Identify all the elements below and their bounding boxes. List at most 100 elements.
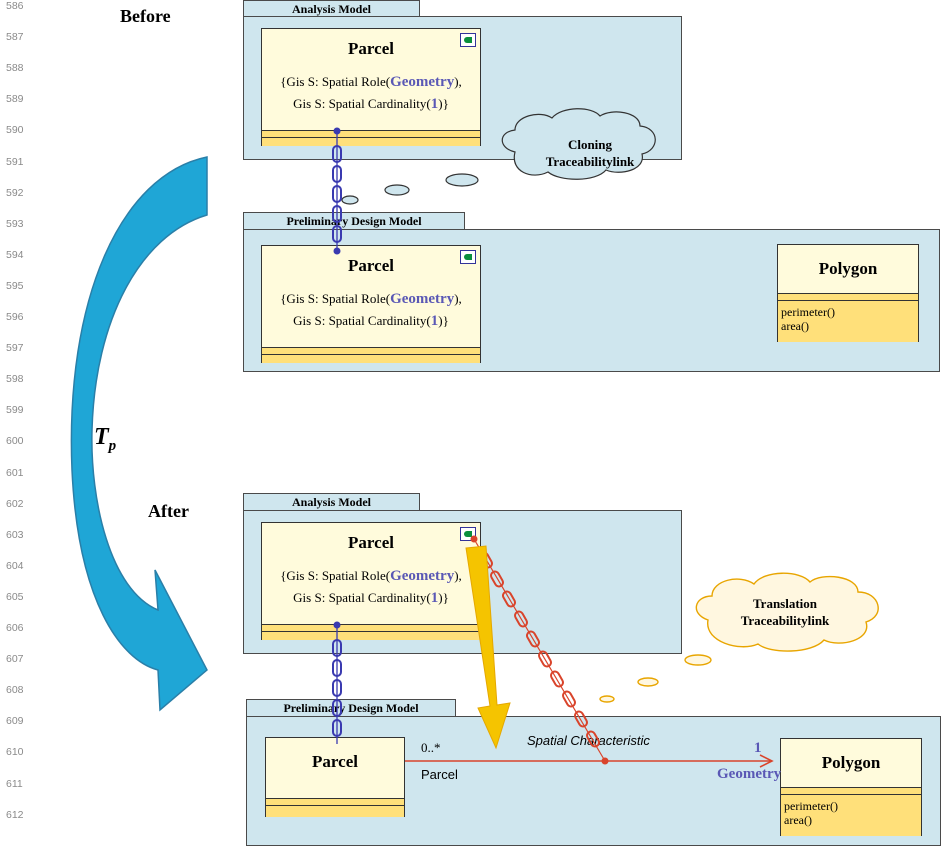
line-number: 598 (6, 373, 24, 386)
line-number: 609 (6, 715, 24, 728)
operations-compartment (262, 138, 480, 146)
line-number: 588 (6, 62, 24, 75)
attributes-compartment (262, 131, 480, 137)
cloning-cloud-text: Cloning Traceabilitylink (545, 137, 635, 169)
cloning-cloud-bubble (341, 195, 359, 205)
transformation-label: Tp (94, 424, 117, 454)
attributes-compartment (262, 348, 480, 354)
compartment-divider (262, 354, 480, 355)
line-number: 611 (6, 777, 23, 790)
parcel-class-after-analysis: Parcel {Gis S: Spatial Role(Geometry), G… (261, 522, 481, 640)
tagged-value-cardinality: Gis S: Spatial Cardinality(1)} (293, 590, 449, 606)
after-label: After (148, 501, 189, 521)
operations-compartment: perimeter() area() (781, 795, 921, 836)
translation-cloud-bubble (684, 654, 712, 666)
line-number: 603 (6, 528, 24, 541)
line-number: 608 (6, 684, 24, 697)
cloning-cloud-bubble (445, 173, 479, 187)
tagged-value-role: {Gis S: Spatial Role(Geometry), (280, 568, 462, 584)
class-name: Parcel (348, 39, 394, 58)
line-number: 599 (6, 404, 24, 417)
tagged-value-role: {Gis S: Spatial Role(Geometry), (280, 291, 462, 307)
tagged-value-cardinality: Gis S: Spatial Cardinality(1)} (293, 313, 449, 329)
operation-area: area() (781, 319, 809, 333)
tagged-value-role: {Gis S: Spatial Role(Geometry), (280, 74, 462, 90)
compartment-divider (262, 624, 480, 625)
class-name: Parcel (348, 256, 394, 275)
operation-perimeter: perimeter() (781, 305, 835, 319)
parcel-class-before-analysis: Parcel {Gis S: Spatial Role(Geometry), G… (261, 28, 481, 146)
line-number: 592 (6, 186, 24, 199)
line-number: 594 (6, 248, 24, 261)
line-number: 589 (6, 93, 24, 106)
attributes-compartment (781, 788, 921, 794)
line-number: 597 (6, 342, 24, 355)
attributes-compartment (266, 799, 404, 805)
line-number: 596 (6, 311, 24, 323)
line-number: 600 (6, 435, 24, 448)
operations-compartment (266, 806, 404, 817)
class-name: Parcel (348, 533, 394, 552)
line-number: 601 (6, 466, 24, 479)
cloning-traceability-link-after (332, 621, 342, 744)
compartment-divider (778, 300, 918, 301)
attributes-compartment (262, 625, 480, 631)
line-number: 590 (6, 124, 24, 137)
compartment-divider (262, 130, 480, 131)
line-number: 602 (6, 497, 24, 510)
target-multiplicity: 1 (754, 740, 762, 756)
target-role: Geometry (717, 766, 782, 782)
translation-cloud-bubble (637, 677, 659, 687)
preliminary-design-tab-before: Preliminary Design Model (243, 212, 465, 230)
parcel-class-after-design: Parcel (265, 737, 405, 817)
before-label: Before (120, 6, 171, 26)
compartment-divider (262, 137, 480, 138)
class-name: Polygon (818, 259, 878, 278)
source-multiplicity: 0..* (421, 740, 441, 755)
translation-cloud (695, 572, 879, 652)
line-number: 587 (6, 31, 24, 44)
class-name: Parcel (312, 752, 358, 771)
analysis-model-tab-before: Analysis Model (243, 0, 420, 17)
class-name: Polygon (821, 753, 881, 772)
tagged-value-cardinality: Gis S: Spatial Cardinality(1)} (293, 96, 449, 112)
polygon-class-after: Polygon perimeter() area() (780, 738, 922, 836)
operations-compartment (262, 355, 480, 363)
cloning-cloud-bubble (384, 184, 410, 196)
line-number: 610 (6, 746, 24, 759)
line-number: 612 (6, 808, 24, 821)
compartment-divider (781, 794, 921, 795)
compartment-divider (778, 293, 918, 294)
compartment-divider (781, 787, 921, 788)
cloning-cloud (501, 108, 656, 180)
translation-cloud-text: Translation Traceabilitylink (740, 596, 830, 628)
operation-area: area() (784, 813, 812, 827)
spatial-characteristic-association (405, 754, 774, 768)
geometry-stereotype-icon (460, 250, 476, 264)
source-role: Parcel (421, 767, 458, 782)
cloning-traceability-link-before (332, 127, 342, 255)
parcel-class-before-design: Parcel {Gis S: Spatial Role(Geometry), G… (261, 245, 481, 363)
compartment-divider (266, 805, 404, 806)
polygon-class-before: Polygon perimeter() area() (777, 244, 919, 342)
operations-compartment: perimeter() area() (778, 301, 918, 342)
operation-perimeter: perimeter() (784, 799, 838, 813)
operations-compartment (262, 632, 480, 640)
line-number: 593 (6, 217, 24, 230)
line-number: 606 (6, 622, 24, 634)
line-number: 607 (6, 653, 24, 666)
geometry-stereotype-icon (460, 33, 476, 47)
translation-traceability-link (470, 535, 609, 765)
line-number: 604 (6, 559, 24, 572)
line-number: 605 (6, 590, 24, 603)
translation-cloud-bubble (599, 695, 615, 703)
compartment-divider (262, 631, 480, 632)
transformation-arrow (70, 156, 208, 712)
translation-arrow (465, 545, 511, 750)
line-number: 586 (6, 0, 24, 12)
compartment-divider (262, 347, 480, 348)
attributes-compartment (778, 294, 918, 300)
compartment-divider (266, 798, 404, 799)
